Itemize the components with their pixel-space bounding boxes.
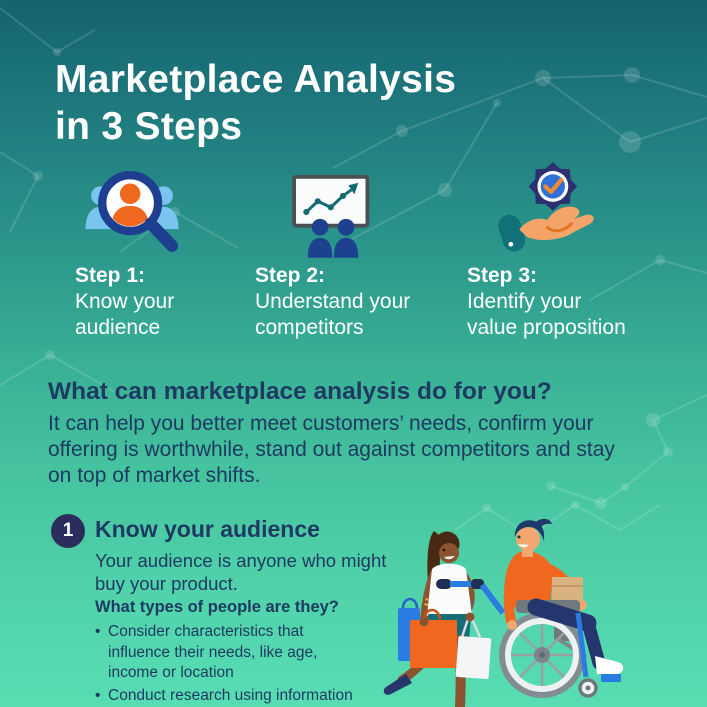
list-item: Conduct research using information xyxy=(95,686,363,707)
page-title: Marketplace Analysis in 3 Steps xyxy=(55,56,456,150)
step-1-number: Step 1: xyxy=(75,264,146,287)
step-1-label: Step 1: Know your audience xyxy=(75,263,174,341)
intro-heading: What can marketplace analysis do for you… xyxy=(48,378,552,405)
value-badge-hand-icon xyxy=(498,162,594,252)
step-3-label: Step 3: Identify your value proposition xyxy=(467,263,626,341)
section-1-bullet-list: Consider characteristics that influence … xyxy=(95,622,363,707)
woman-shopper-illustration xyxy=(383,531,492,707)
man-in-wheelchair-illustration xyxy=(436,518,624,698)
step-2-label: Step 2: Understand your competitors xyxy=(255,263,410,341)
competitors-presentation-icon xyxy=(292,174,370,258)
step-1-text-line-1: Know your xyxy=(75,290,175,313)
step-3-text-line-1: Identify your xyxy=(467,290,582,313)
step-1-text-line-2: audience xyxy=(75,316,161,339)
audience-search-icon xyxy=(85,170,179,252)
intro-body-text: It can help you better meet customers’ n… xyxy=(48,412,615,487)
step-3-number: Step 3: xyxy=(467,264,538,287)
shoppers-illustration xyxy=(383,518,624,707)
title-line-2: in 3 Steps xyxy=(55,105,243,149)
list-item: Consider characteristics that influence … xyxy=(95,622,363,684)
step-2-number: Step 2: xyxy=(255,264,326,287)
section-1-heading: Know your audience xyxy=(95,516,320,542)
section-number-badge: 1 xyxy=(51,514,85,548)
section-1-question: What types of people are they? xyxy=(95,598,339,616)
section-number: 1 xyxy=(62,520,74,541)
title-line-1: Marketplace Analysis xyxy=(55,58,457,102)
section-1-description: Your audience is anyone who might buy yo… xyxy=(95,550,387,594)
step-3-text-line-2: value proposition xyxy=(467,316,626,339)
step-2-text-line-2: competitors xyxy=(255,316,364,339)
step-2-text-line-1: Understand your xyxy=(255,290,411,313)
